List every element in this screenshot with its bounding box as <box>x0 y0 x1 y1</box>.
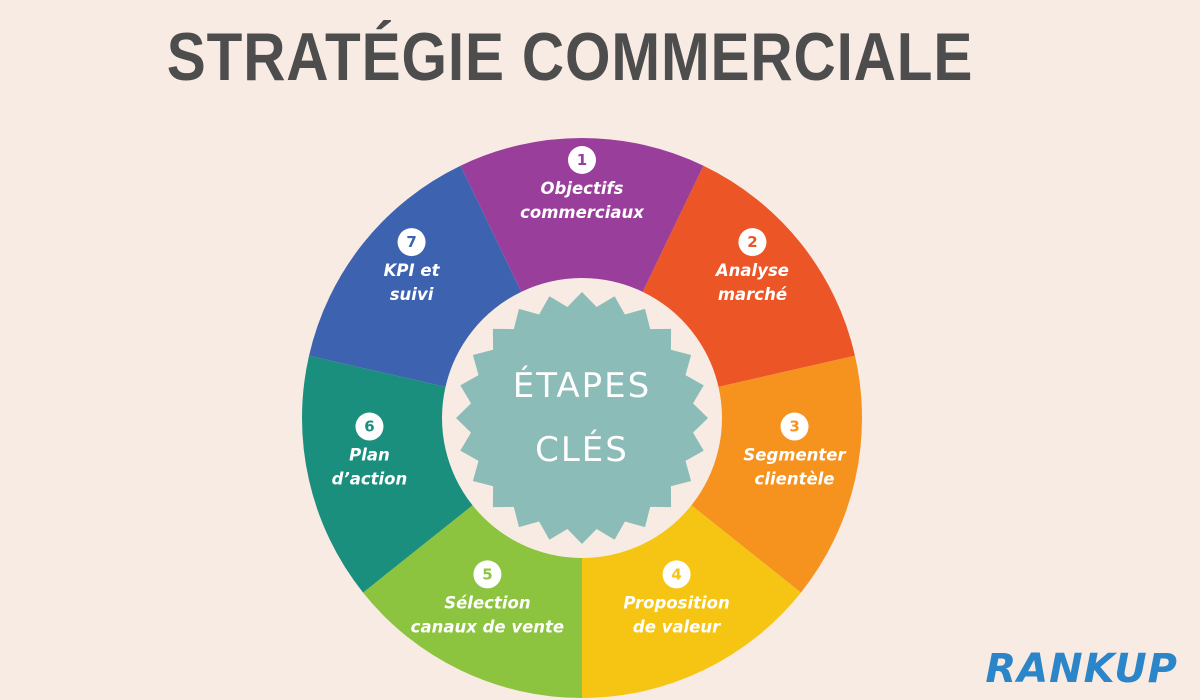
step-label-4-line-2: de valeur <box>633 617 721 636</box>
step-label-1-line-1: Objectifs <box>540 179 623 198</box>
step-label-6-line-1: Plan <box>349 446 390 465</box>
step-number-circle-1 <box>568 146 596 174</box>
step-number-5: 5 <box>482 565 492 583</box>
cycle-segment-lobe-1 <box>536 141 673 278</box>
step-label-7-line-1: KPI et <box>384 261 441 280</box>
center-title-line-2: CLÉS <box>535 429 629 470</box>
center-badge <box>456 292 708 544</box>
step-label-2-line-1: Analyse <box>714 261 789 280</box>
step-number-3: 3 <box>789 418 799 436</box>
step-label-5-line-1: Sélection <box>444 593 530 612</box>
center-title-line-1: ÉTAPES <box>513 365 651 406</box>
cycle-segment-lobe-3 <box>712 418 849 555</box>
step-label-1-line-2: commerciaux <box>520 203 645 222</box>
brand-logo: RANKUP <box>985 646 1178 692</box>
step-number-circle-4 <box>662 560 691 589</box>
step-number-2: 2 <box>747 233 757 251</box>
step-number-4: 4 <box>671 565 681 583</box>
step-label-5-line-2: canaux de vente <box>411 617 564 636</box>
step-number-circle-2 <box>738 228 767 257</box>
cycle-segment-lobe-5 <box>403 528 540 665</box>
step-label-4-line-1: Proposition <box>623 593 729 612</box>
step-number-circle-6 <box>355 412 384 441</box>
step-label-3-line-1: Segmenter <box>743 446 846 465</box>
cycle-segment-lobe-6 <box>305 374 442 511</box>
cycle-segment-lobe-7 <box>364 202 501 339</box>
step-label-7-line-2: suivi <box>390 285 434 304</box>
step-label-3-line-2: clientèle <box>755 470 835 489</box>
step-label-2-line-2: marché <box>718 285 787 304</box>
step-number-circle-3 <box>780 412 809 441</box>
cycle-segment-lobe-4 <box>584 547 721 684</box>
step-number-circle-7 <box>397 228 426 257</box>
step-label-6-line-2: d’action <box>332 470 408 489</box>
page-title: STRATÉGIE COMMERCIALE <box>166 19 974 95</box>
step-number-circle-5 <box>473 560 502 589</box>
step-number-7: 7 <box>406 233 416 251</box>
step-number-1: 1 <box>577 151 587 169</box>
cycle-segment-lobe-2 <box>691 237 828 374</box>
step-number-6: 6 <box>364 418 374 436</box>
